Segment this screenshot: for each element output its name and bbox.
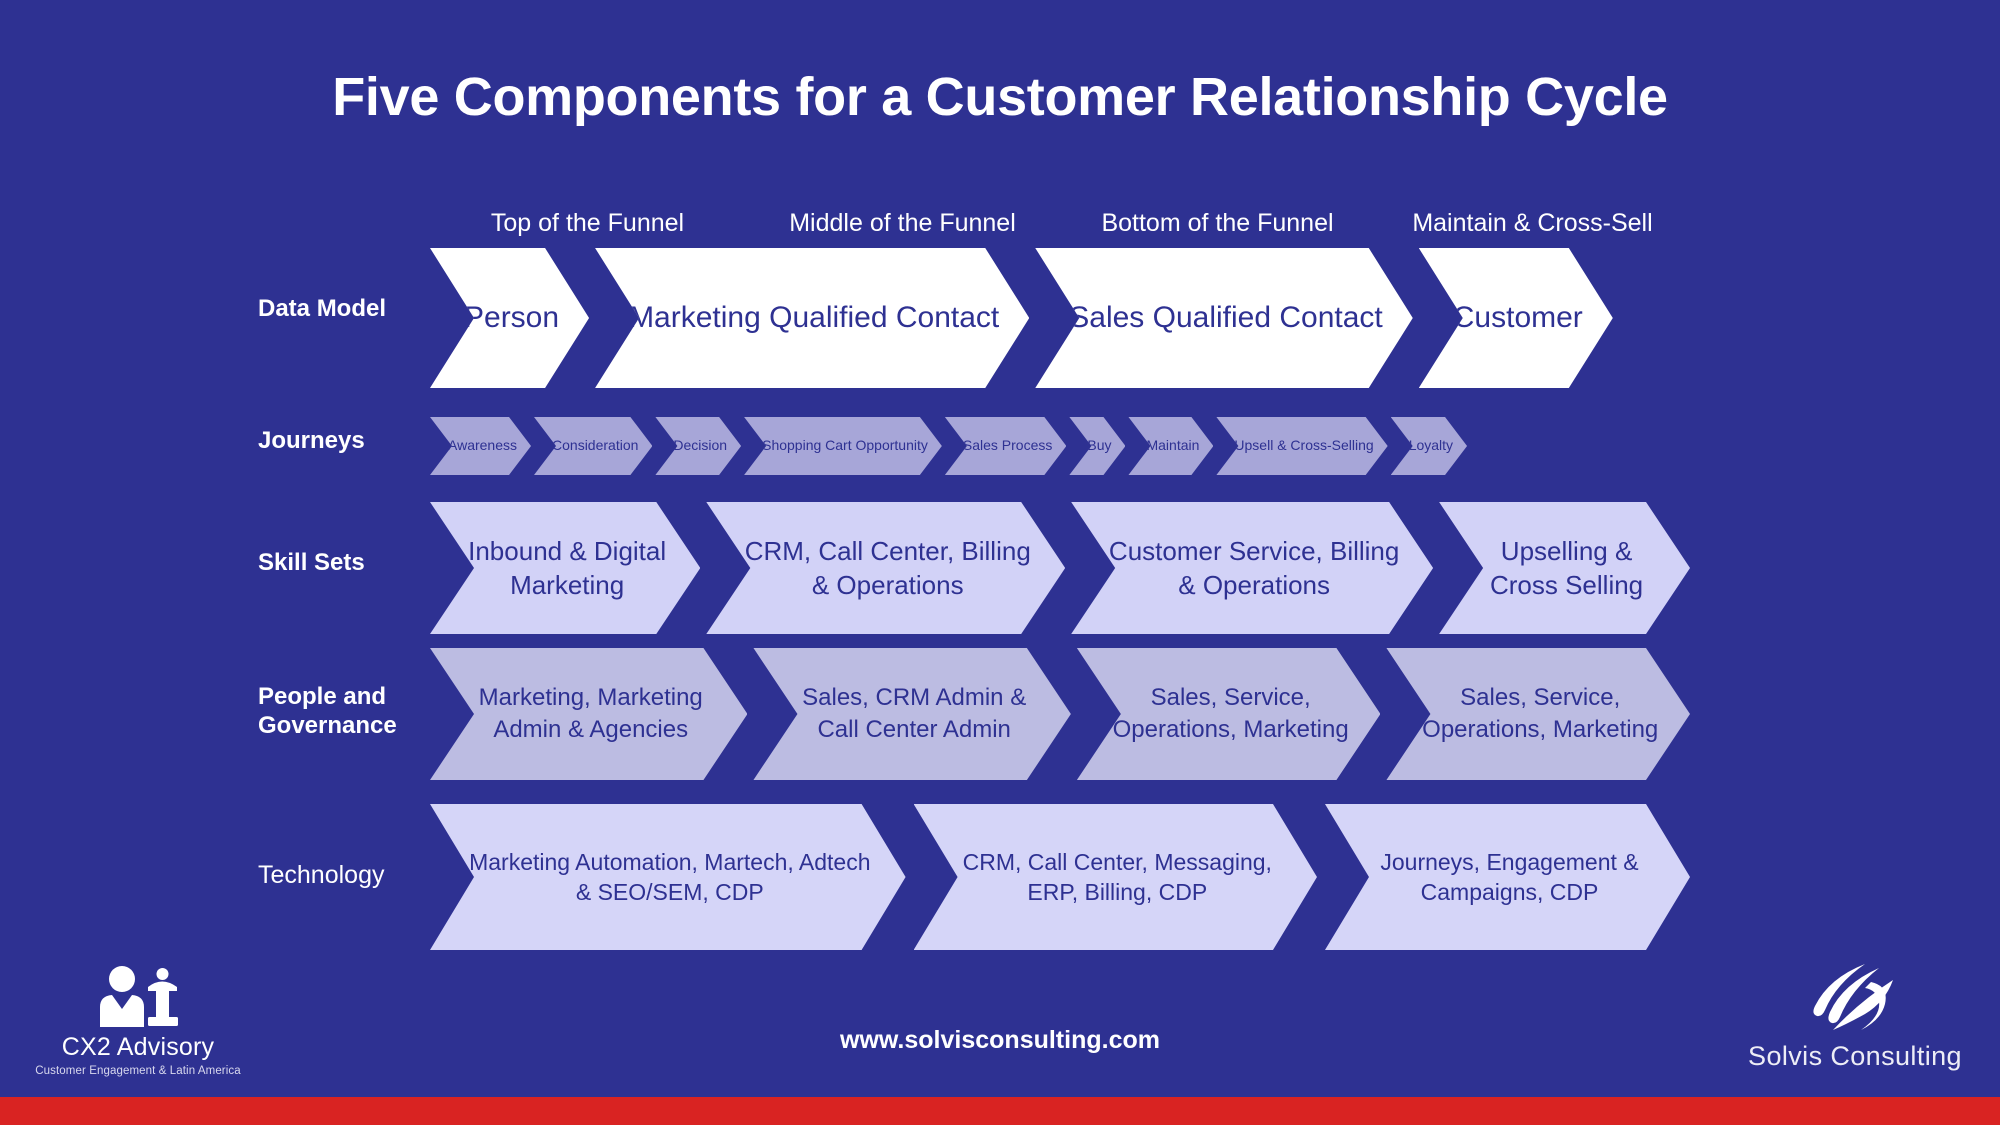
row-technology: Technology Marketing Automation, Martech… [0, 804, 2000, 950]
chevron-label: Maintain [1146, 437, 1200, 454]
chevron-people-3[interactable]: Sales, Service, Operations, Marketing [1077, 648, 1381, 780]
chevron-journey-8[interactable]: Upsell & Cross-Selling [1216, 417, 1387, 475]
chevron-track-people-and-governance: Marketing, Marketing Admin & Agencies Sa… [430, 648, 1690, 780]
chevron-label: CRM, Call Center, Messaging, ERP, Billin… [962, 848, 1272, 905]
row-label-data-model: Data Model [258, 295, 387, 322]
chevron-label: Loyalty [1408, 437, 1454, 454]
chevron-label: CRM, Call Center, Billing & Operations [744, 535, 1031, 600]
row-skill-sets: Skill Sets Inbound & Digital Marketing C… [0, 502, 2000, 634]
column-header-middle-of-funnel: Middle of the Funnel [789, 209, 1016, 237]
chevron-skill-sets-3[interactable]: Customer Service, Billing & Operations [1071, 502, 1433, 634]
chevron-track-skill-sets: Inbound & Digital Marketing CRM, Call Ce… [430, 502, 1690, 634]
chevron-label: Sales Process [962, 437, 1053, 454]
chevron-journey-7[interactable]: Maintain [1128, 417, 1213, 475]
chevron-label: Shopping Cart Opportunity [762, 437, 928, 454]
chevron-label: Sales, Service, Operations, Marketing [1112, 684, 1349, 743]
chevron-journey-2[interactable]: Consideration [534, 417, 652, 475]
column-header-top-of-funnel: Top of the Funnel [490, 209, 685, 237]
chevron-label: Upselling & Cross Selling [1489, 535, 1644, 600]
chevron-skill-sets-1[interactable]: Inbound & Digital Marketing [430, 502, 700, 634]
chevron-technology-1[interactable]: Marketing Automation, Martech, Adtech & … [430, 804, 906, 950]
chevron-data-model-1[interactable]: Person [430, 248, 589, 388]
row-people-and-governance: People and Governance Marketing, Marketi… [0, 648, 2000, 780]
row-data-model: Data Model Person Marketing Qualified Co… [0, 248, 2000, 388]
column-header-maintain-cross-sell: Maintain & Cross-Sell [1412, 209, 1653, 237]
chevron-journey-5[interactable]: Sales Process [945, 417, 1066, 475]
row-label-journeys: Journeys [258, 427, 365, 454]
page-title: Five Components for a Customer Relations… [332, 67, 1668, 127]
row-label-skill-sets: Skill Sets [258, 549, 365, 576]
chevron-data-model-4[interactable]: Customer [1419, 248, 1613, 388]
chevron-label: Marketing Qualified Contact [629, 301, 1000, 335]
cx2-advisory-logo: CX2 Advisory Customer Engagement & Latin… [18, 965, 258, 1077]
column-header-bottom-of-funnel: Bottom of the Funnel [1101, 209, 1334, 237]
chevron-data-model-3[interactable]: Sales Qualified Contact [1035, 248, 1413, 388]
row-label-technology: Technology [258, 861, 385, 889]
chevron-label: Sales Qualified Contact [1069, 301, 1383, 335]
chevron-people-4[interactable]: Sales, Service, Operations, Marketing [1386, 648, 1690, 780]
chevron-technology-3[interactable]: Journeys, Engagement & Campaigns, CDP [1325, 804, 1690, 950]
chevron-label: Customer Service, Billing & Operations [1108, 535, 1400, 600]
chevron-people-1[interactable]: Marketing, Marketing Admin & Agencies [430, 648, 747, 780]
chevron-journey-3[interactable]: Decision [655, 417, 741, 475]
row-label-people-and-governance: People and Governance [258, 683, 397, 740]
chevron-label: Journeys, Engagement & Campaigns, CDP [1380, 848, 1639, 905]
chevron-data-model-2[interactable]: Marketing Qualified Contact [595, 248, 1029, 388]
chevron-skill-sets-4[interactable]: Upselling & Cross Selling [1439, 502, 1690, 634]
chevron-label: Sales, CRM Admin & Call Center Admin [802, 684, 1027, 743]
chevron-label: Inbound & Digital Marketing [468, 535, 667, 600]
chevron-journey-1[interactable]: Awareness [430, 417, 531, 475]
cx2-advisory-name: CX2 Advisory [61, 1033, 215, 1061]
chevron-track-data-model: Person Marketing Qualified Contact Sales… [430, 248, 1690, 388]
chevron-label: Sales, Service, Operations, Marketing [1422, 684, 1659, 743]
footer-website-url[interactable]: www.solvisconsulting.com [840, 1026, 1160, 1054]
chevron-label: Consideration [552, 437, 639, 454]
chevron-technology-2[interactable]: CRM, Call Center, Messaging, ERP, Billin… [914, 804, 1317, 950]
chevron-journey-4[interactable]: Shopping Cart Opportunity [744, 417, 942, 475]
solvis-consulting-name: Solvis Consulting [1748, 1041, 1962, 1071]
chevron-label: Customer [1452, 301, 1583, 335]
chevron-label: Awareness [448, 437, 518, 454]
solvis-swoosh-icon [1730, 962, 1980, 1043]
chevron-track-journeys: Awareness Consideration Decision Shoppin… [430, 417, 1690, 475]
chevron-label: Marketing Automation, Martech, Adtech & … [469, 848, 871, 905]
cx2-advisory-tagline: Customer Engagement & Latin America [35, 1064, 241, 1077]
bottom-accent-bar [0, 1097, 2000, 1125]
chevron-label: Upsell & Cross-Selling [1234, 437, 1374, 454]
solvis-consulting-logo: Solvis Consulting [1730, 962, 1980, 1072]
chevron-skill-sets-2[interactable]: CRM, Call Center, Billing & Operations [706, 502, 1065, 634]
chevron-journey-9[interactable]: Loyalty [1391, 417, 1467, 475]
chevron-label: Marketing, Marketing Admin & Agencies [478, 684, 703, 743]
row-journeys: Journeys Awareness Consideration Decisio… [0, 417, 2000, 475]
chevron-track-technology: Marketing Automation, Martech, Adtech & … [430, 804, 1690, 950]
column-header-row: Top of the Funnel Middle of the Funnel B… [430, 207, 1690, 239]
chevron-journey-6[interactable]: Buy [1069, 417, 1125, 475]
chevron-label: Decision [673, 437, 728, 454]
person-at-podium-icon [18, 965, 258, 1032]
chevron-label: Person [464, 301, 560, 335]
chevron-label: Buy [1087, 437, 1112, 454]
chevron-people-2[interactable]: Sales, CRM Admin & Call Center Admin [753, 648, 1070, 780]
